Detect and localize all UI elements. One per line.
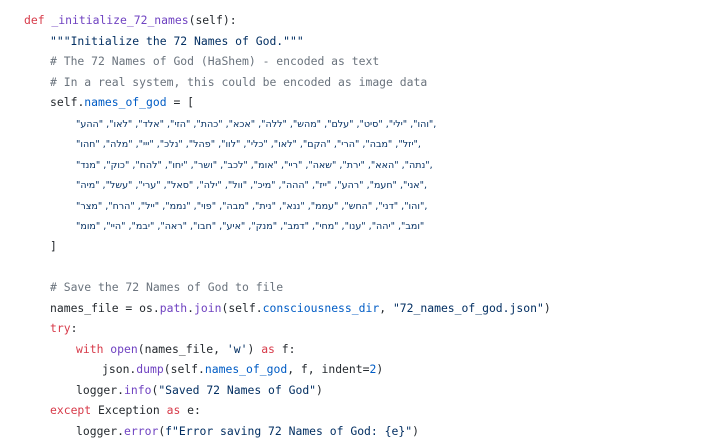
hebrew-names-row: "ומב", "יהה", "ענו", "מחי", "דמב", "מנק"… — [76, 221, 425, 233]
dot: . — [77, 95, 85, 110]
keyword-with: with — [76, 341, 104, 356]
code-token: ) — [543, 300, 551, 315]
code-line-9: "אני", "חעמ", "רהע", "ייז", "ההה", "מיכ"… — [0, 174, 724, 195]
code-line-19: logger.info("Saved 72 Names of God") — [0, 380, 724, 401]
hebrew-names-row: "והו", "ילי", "סיט", "עלם", "מהש", "ללה"… — [76, 118, 437, 130]
keyword-as: as — [261, 341, 275, 356]
code-token: path — [159, 300, 188, 315]
code-token: (self. — [163, 362, 205, 377]
code-token: Exception — [91, 403, 167, 418]
comment: # The 72 Names of God (HaShem) - encoded… — [50, 54, 380, 69]
code-line-5: self.names_of_god = [ — [0, 92, 724, 113]
code-line-10: "והו", "דני", "החש", "עממ", "ננא", "נית"… — [0, 195, 724, 216]
code-line-16: try: — [0, 318, 724, 339]
keyword-try: try — [50, 321, 71, 336]
hebrew-names-row: "נתה", "האא", "ירת", "שאה", "ריי", "אומ"… — [76, 159, 433, 171]
code-line-13-blank — [0, 257, 724, 278]
code-token: "Saved 72 Names of God" — [158, 382, 317, 397]
code-token: , — [379, 300, 393, 315]
code-token: 2 — [369, 362, 377, 377]
code-token: json. — [102, 362, 137, 377]
code-token: . — [187, 300, 195, 315]
code-token: names_file = os. — [50, 300, 160, 315]
code-line-4: # In a real system, this could be encode… — [0, 72, 724, 93]
code-token: ) — [316, 382, 323, 397]
code-token: ) — [376, 362, 384, 377]
code-line-14: # Save the 72 Names of God to file — [0, 277, 724, 298]
code-token: logger. — [76, 423, 125, 438]
function-params: (self): — [188, 13, 237, 27]
function-name: _initialize_72_names — [44, 13, 189, 27]
code-token: (self. — [221, 300, 263, 315]
comment: # Save the 72 Names of God to file — [50, 280, 284, 295]
keyword-except: except — [50, 403, 92, 418]
code-token: f"Error saving 72 Names of God: {e}" — [165, 423, 413, 438]
code-token: ) — [247, 341, 262, 356]
code-line-15: names_file = os.path.join(self.conscious… — [0, 298, 724, 319]
code-token: dump — [136, 362, 164, 377]
code-line-12: ] — [0, 236, 724, 257]
code-token: names_of_god — [204, 362, 288, 377]
code-line-18: json.dump(self.names_of_god, f, indent=2… — [0, 359, 724, 380]
code-token: (names_file, — [137, 341, 227, 356]
code-token: 'w' — [226, 341, 248, 356]
code-token: f: — [274, 341, 296, 356]
code-line-7: "יזל", "מבה", "הרי", "הקם", "לאו", "כלי"… — [0, 133, 724, 154]
code-token: ( — [158, 423, 166, 438]
code-token: error — [124, 423, 159, 438]
code-line-8: "נתה", "האא", "ירת", "שאה", "ריי", "אומ"… — [0, 154, 724, 175]
code-token: consciousness_dir — [262, 300, 380, 315]
code-line-2: """Initialize the 72 Names of God.""" — [0, 31, 724, 52]
docstring: """Initialize the 72 Names of God.""" — [50, 33, 304, 48]
list-close: ] — [50, 239, 57, 254]
code-token: : — [70, 321, 78, 336]
code-line-21: logger.error(f"Error saving 72 Names of … — [0, 421, 724, 442]
code-token: , f, indent= — [287, 362, 370, 377]
code-line-17: with open(names_file, 'w') as f: — [0, 339, 724, 360]
hebrew-names-row: "יזל", "מבה", "הרי", "הקם", "לאו", "כלי"… — [76, 139, 421, 151]
code-line-6: "והו", "ילי", "סיט", "עלם", "מהש", "ללה"… — [0, 113, 724, 134]
keyword-def: def — [24, 13, 45, 27]
keyword-as: as — [166, 403, 181, 418]
code-token: join — [194, 300, 222, 315]
self-ref: self — [50, 95, 78, 110]
code-line-11: "ומב", "יהה", "ענו", "מחי", "דמב", "מנק"… — [0, 215, 724, 236]
hebrew-names-row: "והו", "דני", "החש", "עממ", "ננא", "נית"… — [76, 200, 428, 212]
code-token: e: — [180, 403, 201, 418]
code-token: ) — [412, 423, 419, 438]
code-token: ( — [151, 382, 159, 397]
list-open: = [ — [166, 95, 195, 110]
hebrew-names-row: "אני", "חעמ", "רהע", "ייז", "ההה", "מיכ"… — [76, 180, 428, 192]
code-line-3: # The 72 Names of God (HaShem) - encoded… — [0, 51, 724, 72]
code-line-20: except Exception as e: — [0, 400, 724, 421]
attribute: names_of_god — [84, 95, 167, 110]
code-token: "72_names_of_god.json" — [392, 300, 544, 315]
code-line-1: def _initialize_72_names(self): — [0, 10, 724, 31]
code-token: open — [103, 341, 138, 356]
code-token: info — [124, 382, 152, 397]
comment: # In a real system, this could be encode… — [50, 74, 428, 89]
code-token: logger. — [76, 382, 125, 397]
